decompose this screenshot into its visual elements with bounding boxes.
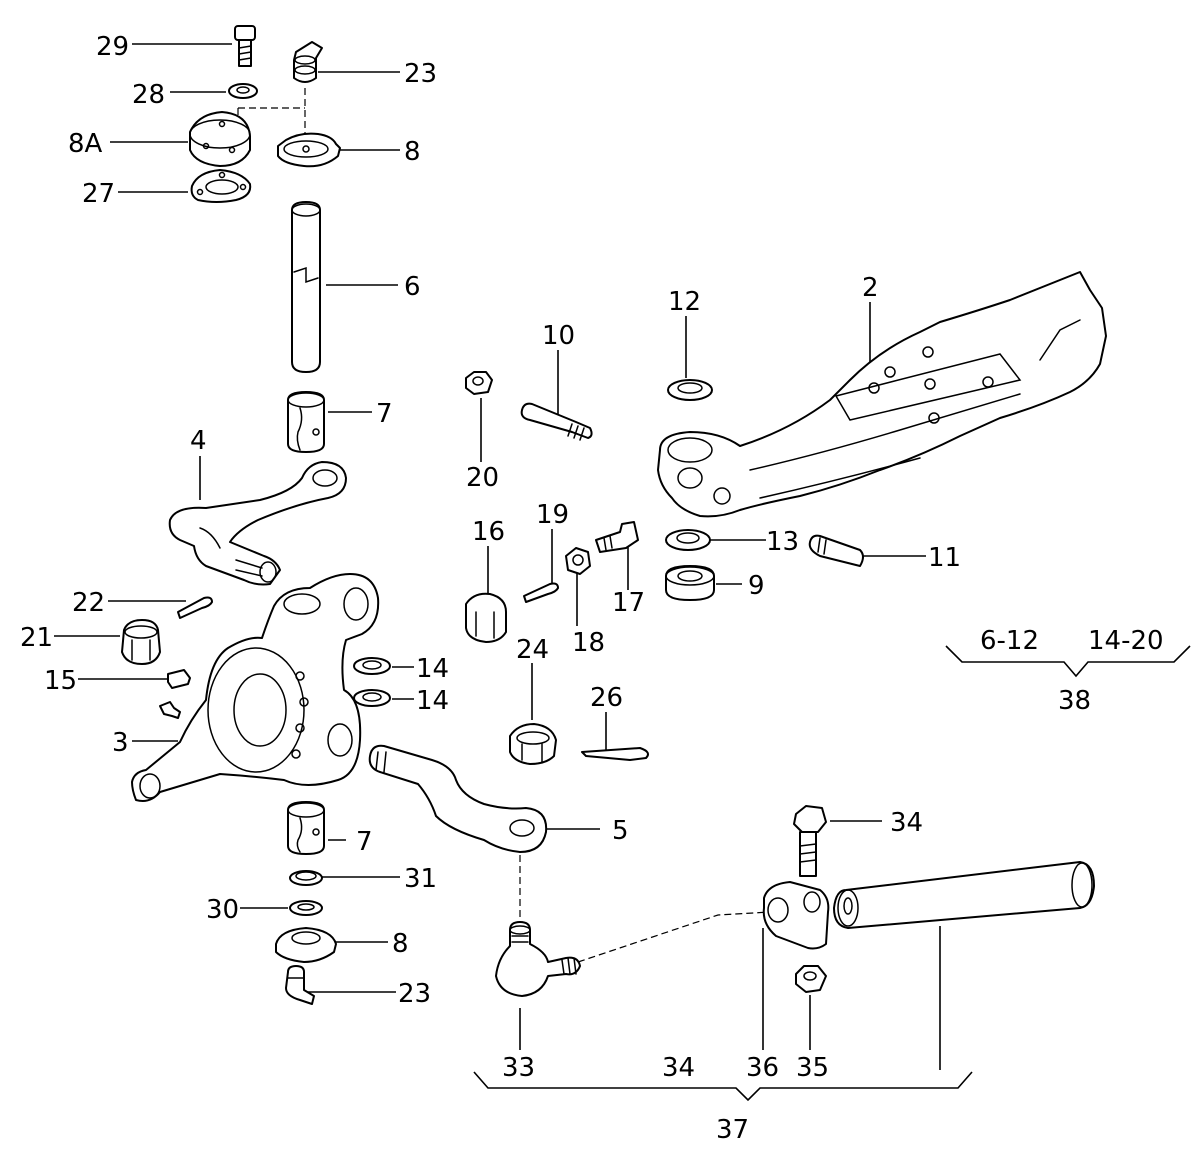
callout-5: 5 (612, 816, 629, 846)
callout-29: 29 (96, 32, 129, 62)
callout-30: 30 (206, 895, 239, 925)
callout-26: 26 (590, 683, 623, 713)
king-pin-6 (291, 201, 321, 373)
callout-12: 12 (668, 287, 701, 317)
tie-rod-tube (833, 861, 1095, 929)
callout-7-bottom: 7 (356, 827, 373, 857)
cap-8-bottom (275, 927, 337, 963)
callout-19: 19 (536, 500, 569, 530)
callout-24: 24 (516, 635, 549, 665)
callout-10: 10 (542, 321, 575, 351)
callout-21: 21 (20, 623, 53, 653)
callout-23-top: 23 (404, 59, 437, 89)
callout-8a: 8A (68, 129, 103, 159)
nut-18 (565, 547, 591, 575)
callout-2: 2 (862, 273, 879, 303)
clamp-36 (762, 881, 830, 950)
callout-6: 6 (404, 272, 421, 302)
callout-37: 37 (716, 1115, 749, 1145)
key-15 (167, 669, 191, 689)
callout-22: 22 (72, 588, 105, 618)
callout-15: 15 (44, 666, 77, 696)
bushing-9 (665, 565, 715, 601)
washer-13 (665, 529, 711, 551)
callout-31: 31 (404, 864, 437, 894)
callout-9: 9 (748, 571, 765, 601)
cotter-pin-26 (581, 747, 649, 761)
gasket-27 (190, 169, 252, 203)
castle-nut-21 (121, 619, 161, 665)
callout-34-bolt: 34 (890, 808, 923, 838)
callout-27: 27 (82, 179, 115, 209)
steering-arm-4 (168, 461, 347, 586)
axle-beam-2 (657, 271, 1107, 518)
washer-30 (289, 900, 323, 916)
callout-7-top: 7 (376, 399, 393, 429)
bolt-34 (793, 805, 827, 877)
bolt-29 (234, 25, 256, 67)
callout-14-b: 14 (416, 686, 449, 716)
callout-4: 4 (190, 426, 207, 456)
pin-11 (808, 534, 864, 567)
callout-33: 33 (502, 1053, 535, 1083)
bushing-7-bottom (287, 801, 325, 855)
stud-10 (520, 402, 593, 441)
callout-8-top: 8 (404, 137, 421, 167)
callout-20: 20 (466, 463, 499, 493)
callout-28: 28 (132, 80, 165, 110)
callout-18: 18 (572, 628, 605, 658)
callout-3: 3 (112, 728, 129, 758)
callout-35: 35 (796, 1053, 829, 1083)
seal-31 (289, 870, 323, 886)
group-label-left: 6-12 (980, 626, 1039, 656)
callout-36: 36 (746, 1053, 779, 1083)
castle-nut-24 (509, 723, 557, 765)
grease-nipple-23-top (293, 41, 323, 83)
callout-labels: 29 28 23 8A 8 27 6 7 4 22 21 15 3 14 14 … (20, 32, 1164, 1145)
callout-8-bottom: 8 (392, 929, 409, 959)
bolt-17 (595, 521, 639, 553)
nut-35 (795, 965, 827, 993)
callout-14-a: 14 (416, 654, 449, 684)
grease-nipple-23-bottom (285, 965, 315, 1005)
washer-12 (667, 379, 713, 401)
drag-arm-5 (368, 744, 548, 853)
washer-28 (228, 83, 258, 99)
cotter-pin-22 (177, 596, 213, 619)
callout-13: 13 (766, 527, 799, 557)
cap-plate-8a (189, 111, 251, 167)
leader-lines (54, 43, 1191, 1102)
callout-16: 16 (472, 517, 505, 547)
cap-8-top (277, 132, 341, 168)
callout-11: 11 (928, 543, 961, 573)
nut-20 (465, 371, 493, 395)
group-label-right: 14-20 (1088, 626, 1164, 656)
callout-34-assembly: 34 (662, 1053, 695, 1083)
bushing-7-top (287, 391, 325, 453)
stub-axle-3 (131, 573, 380, 802)
castle-nut-16 (465, 592, 507, 643)
callout-17: 17 (612, 588, 645, 618)
callout-38: 38 (1058, 686, 1091, 716)
screw-small (159, 701, 181, 719)
tie-rod-end-33 (495, 921, 581, 997)
callout-23-bottom: 23 (398, 979, 431, 1009)
cotter-pin-19 (523, 582, 559, 603)
washers-14 (353, 657, 391, 707)
